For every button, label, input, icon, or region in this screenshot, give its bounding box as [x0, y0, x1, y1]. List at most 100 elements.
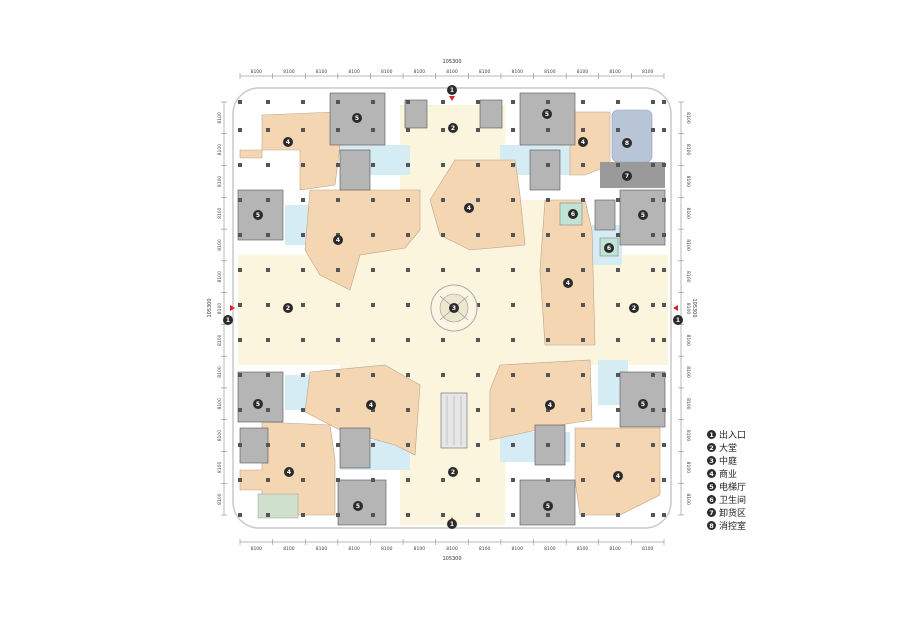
entrance-badge: 1	[673, 315, 683, 325]
legend-label: 卫生间	[719, 496, 747, 506]
column	[476, 233, 480, 237]
retail-badge: 4	[284, 467, 294, 477]
column	[651, 408, 655, 412]
column	[441, 198, 445, 202]
column	[406, 128, 410, 132]
overall-dimension-right: 105300	[691, 298, 697, 317]
badge-number: 5	[641, 212, 645, 219]
column	[616, 443, 620, 447]
column	[371, 303, 375, 307]
badge-number: 2	[451, 469, 455, 476]
badge-circle	[448, 467, 458, 477]
bay-dimension-label: 8100	[544, 546, 556, 552]
column	[476, 198, 480, 202]
column	[511, 443, 515, 447]
bay-dimension-label: 8100	[685, 112, 691, 124]
column	[371, 443, 375, 447]
badge-circle	[447, 519, 457, 529]
column	[581, 338, 585, 342]
badge-number: 4	[548, 402, 552, 409]
bay-dimension-label: 8100	[217, 239, 223, 251]
column	[406, 513, 410, 517]
badge-number: 5	[356, 503, 360, 510]
badge-number: 4	[616, 473, 620, 480]
column	[336, 163, 340, 167]
column	[511, 408, 515, 412]
column	[651, 163, 655, 167]
column	[371, 198, 375, 202]
column	[511, 373, 515, 377]
column	[301, 443, 305, 447]
column	[406, 233, 410, 237]
column	[651, 268, 655, 272]
loading-area	[600, 162, 665, 188]
bay-dimension-label: 8100	[217, 144, 223, 156]
column	[371, 513, 375, 517]
column	[581, 478, 585, 482]
column	[662, 233, 666, 237]
bay-dimension-label: 8100	[685, 335, 691, 347]
column	[651, 233, 655, 237]
column	[441, 268, 445, 272]
overall-dimension-bottom: 105300	[442, 556, 461, 562]
legend-number: 8	[707, 521, 716, 530]
bay-dimension-label: 8100	[217, 271, 223, 283]
column	[581, 303, 585, 307]
bay-dimension-label: 8100	[446, 546, 458, 552]
column	[336, 100, 340, 104]
badge-circle	[449, 303, 459, 313]
column	[266, 128, 270, 132]
column	[266, 408, 270, 412]
column	[476, 513, 480, 517]
badge-number: 1	[676, 317, 680, 324]
bay-dimension-label: 8100	[348, 69, 360, 75]
overall-dimension-left: 105300	[207, 298, 213, 317]
column	[662, 128, 666, 132]
column	[616, 408, 620, 412]
badge-circle	[284, 467, 294, 477]
column	[441, 233, 445, 237]
column	[371, 408, 375, 412]
badge-circle	[563, 278, 573, 288]
column	[511, 198, 515, 202]
legend-label: 卸货区	[719, 509, 747, 519]
legend-number: 3	[707, 456, 716, 465]
entrance-badge: 1	[223, 315, 233, 325]
column	[476, 408, 480, 412]
garden-patch	[257, 493, 299, 519]
bay-dimension-label: 8100	[685, 493, 691, 505]
column	[651, 443, 655, 447]
column	[662, 303, 666, 307]
column	[546, 233, 550, 237]
badge-number: 4	[336, 237, 340, 244]
column	[441, 513, 445, 517]
badge-number: 6	[571, 211, 575, 218]
restroom-badge: 6	[604, 243, 614, 253]
bay-dimension-label: 8100	[316, 69, 328, 75]
column	[406, 268, 410, 272]
column	[301, 303, 305, 307]
bay-dimension-label: 8100	[609, 69, 621, 75]
column	[616, 303, 620, 307]
column	[662, 338, 666, 342]
dimension-right: 8100810081008100810081008100810081008100…	[678, 101, 691, 516]
bay-dimension-label: 8100	[685, 207, 691, 219]
column	[441, 338, 445, 342]
badge-number: 5	[641, 401, 645, 408]
elevator-hall-badge: 5	[353, 501, 363, 511]
column	[511, 128, 515, 132]
bay-dimension-label: 8100	[609, 546, 621, 552]
entrance-badge: 1	[447, 85, 457, 95]
bay-dimension-label: 8100	[217, 176, 223, 188]
bay-dimension-label: 8100	[414, 546, 426, 552]
column	[301, 100, 305, 104]
retail-badge: 4	[613, 471, 623, 481]
column	[581, 408, 585, 412]
badge-number: 3	[452, 305, 456, 312]
badge-number: 7	[625, 173, 629, 180]
